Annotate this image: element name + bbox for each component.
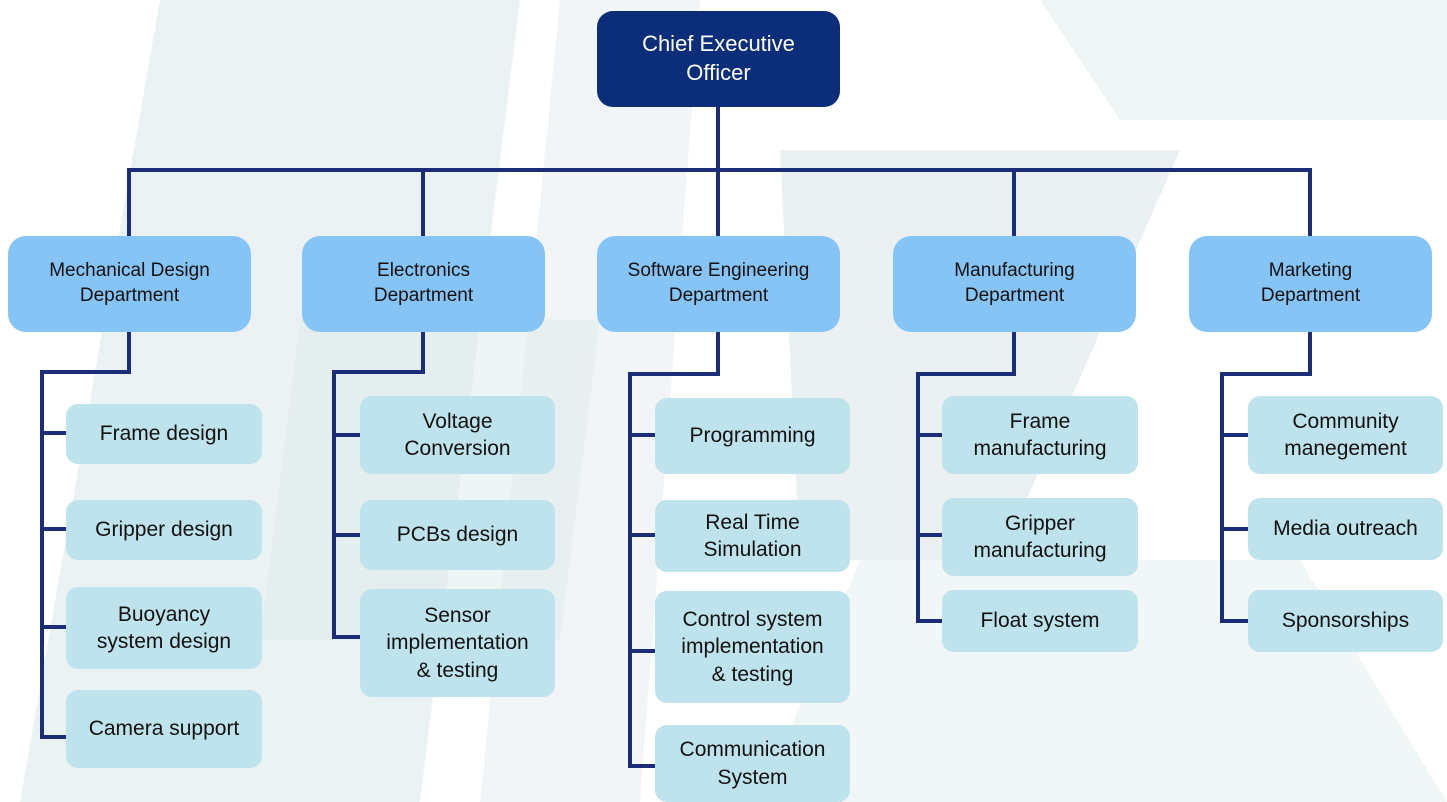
task-label: Real Time Simulation: [703, 510, 802, 561]
task-gripper-design: Gripper design: [66, 500, 262, 560]
task-label: Buoyancy system design: [96, 602, 232, 653]
task-label: Voltage Conversion: [404, 409, 511, 460]
task-label: Float system: [980, 609, 1100, 633]
dept-label: Software Engineering Department: [627, 260, 810, 306]
task-camera-support: Camera support: [66, 690, 262, 768]
task-label: Sponsorships: [1281, 609, 1410, 633]
task-label: Frame manufacturing: [973, 409, 1107, 460]
task-float-system: Float system: [942, 590, 1138, 652]
task-label: Gripper manufacturing: [973, 511, 1107, 562]
task-label: PCBs design: [396, 523, 519, 547]
task-gripper-manufacturing: Gripper manufacturing: [942, 498, 1138, 576]
task-label: Sensor implementation & testing: [386, 604, 529, 682]
task-voltage-conversion: Voltage Conversion: [360, 396, 555, 474]
task-label: Media outreach: [1273, 517, 1418, 541]
task-label: Community manegement: [1284, 409, 1407, 460]
task-buoyancy-system-design: Buoyancy system design: [66, 587, 262, 669]
task-label: Communication System: [679, 738, 826, 789]
task-label: Programming: [689, 424, 816, 448]
task-programming: Programming: [655, 398, 850, 474]
task-label: Gripper design: [95, 518, 233, 542]
task-control-system: Control system implementation & testing: [655, 591, 850, 703]
task-real-time-simulation: Real Time Simulation: [655, 500, 850, 572]
ceo-label: Chief Executive Officer: [642, 31, 795, 85]
dept-mechanical-design: Mechanical Design Department: [8, 236, 251, 332]
dept-software-engineering: Software Engineering Department: [597, 236, 840, 332]
dept-manufacturing: Manufacturing Department: [893, 236, 1136, 332]
dept-marketing: Marketing Department: [1189, 236, 1432, 332]
dept-label: Mechanical Design Department: [49, 260, 210, 306]
task-frame-design: Frame design: [66, 404, 262, 464]
task-pcbs-design: PCBs design: [360, 500, 555, 570]
dept-electronics: Electronics Department: [302, 236, 545, 332]
task-communication-system: Communication System: [655, 725, 850, 802]
task-sensor-implementation: Sensor implementation & testing: [360, 589, 555, 697]
dept-label: Marketing Department: [1260, 260, 1361, 306]
ceo-box: Chief Executive Officer: [597, 11, 840, 107]
task-community-management: Community manegement: [1248, 396, 1443, 474]
dept-label: Manufacturing Department: [954, 260, 1075, 306]
task-label: Frame design: [99, 422, 229, 446]
task-frame-manufacturing: Frame manufacturing: [942, 396, 1138, 474]
task-media-outreach: Media outreach: [1248, 498, 1443, 560]
task-sponsorships: Sponsorships: [1248, 590, 1443, 652]
task-label: Camera support: [88, 717, 240, 741]
task-label: Control system implementation & testing: [681, 608, 824, 686]
dept-label: Electronics Department: [373, 260, 474, 306]
